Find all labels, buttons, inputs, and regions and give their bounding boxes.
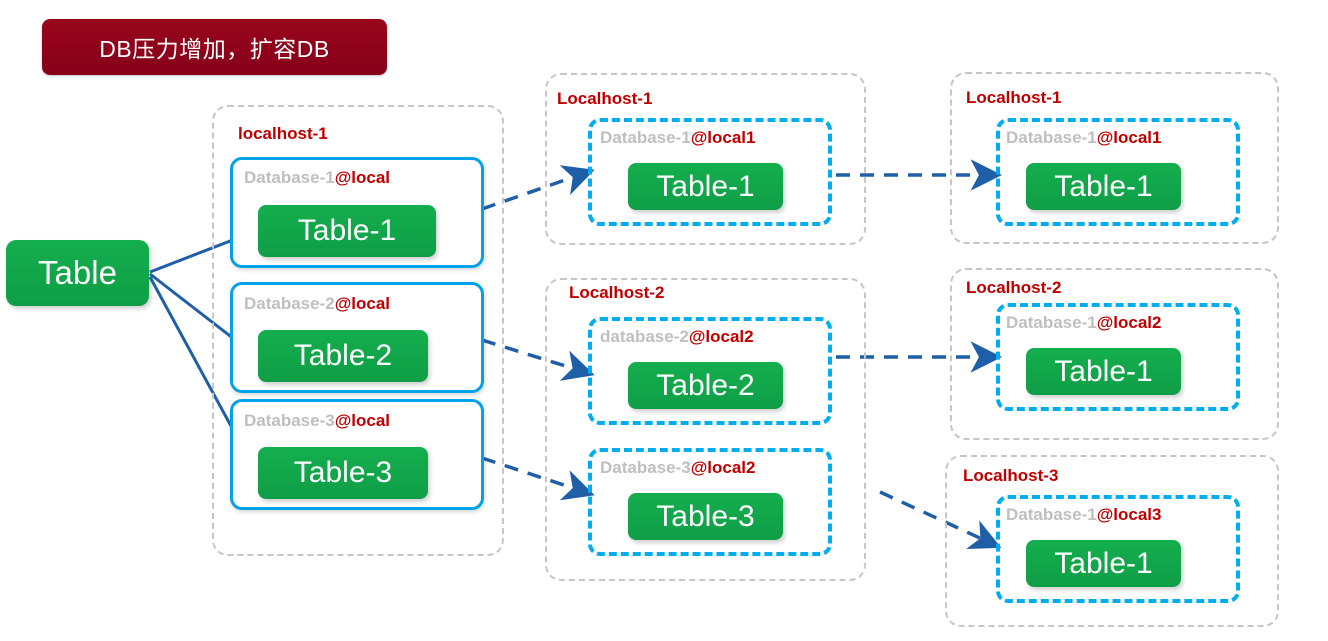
database-box-stage3-1 [996,118,1240,226]
host-container-stage2-localhost-1 [545,73,866,245]
host-label-stage2-localhost-2: Localhost-2 [569,283,665,302]
database-at-text: @local2 [1096,313,1162,332]
database-label-stage3-3: Database-1@local3 [1006,505,1162,525]
table-node-stage2-3: Table-3 [628,493,783,540]
table-node-stage2-2: Table-2 [628,362,783,409]
database-label-stage2-2: database-2@local2 [600,327,754,347]
database-name-text: Database-1 [244,168,335,187]
table-node-stage3-1: Table-1 [1026,163,1181,210]
host-container-stage1-localhost-1 [212,105,504,556]
host-label-stage3-localhost-1: Localhost-1 [966,88,1062,107]
database-at-text: @local [334,168,391,187]
database-label-stage1-3: Database-3@local [244,411,390,431]
database-label-stage3-1: Database-1@local1 [1006,128,1162,148]
database-name-text: Database-1 [600,128,691,147]
table-node-stage3-3: Table-1 [1026,540,1181,587]
host-container-stage3-localhost-3 [945,455,1279,627]
database-name-text: database-2 [600,327,689,346]
database-name-text: Database-3 [244,411,335,430]
table-node-stage1-1: Table-1 [258,205,436,257]
host-label-stage3-localhost-2: Localhost-2 [966,278,1062,297]
database-at-text: @local1 [1096,128,1162,147]
source-table-node: Table [6,240,149,306]
table-node-stage1-3: Table-3 [258,447,428,499]
database-label-stage3-2: Database-1@local2 [1006,313,1162,333]
database-label-stage2-1: Database-1@local1 [600,128,756,148]
database-label-stage1-1: Database-1@local [244,168,390,188]
database-at-text: @local [334,294,391,313]
host-label-stage2-localhost-1: Localhost-1 [557,89,653,108]
database-label-stage2-3: Database-3@local2 [600,458,756,478]
host-label-stage3-localhost-3: Localhost-3 [963,466,1059,485]
database-name-text: Database-1 [1006,505,1097,524]
database-box-stage3-3 [996,495,1240,603]
database-at-text: @local [334,411,391,430]
host-container-stage3-localhost-1 [950,72,1279,244]
database-box-stage2-2 [588,317,832,425]
database-box-stage2-1 [588,118,832,226]
host-label-stage1-localhost-1: localhost-1 [238,124,328,143]
database-at-text: @local1 [690,128,756,147]
database-name-text: Database-3 [600,458,691,477]
table-node-stage3-2: Table-1 [1026,348,1181,395]
database-at-text: @local3 [1096,505,1162,524]
database-name-text: Database-2 [244,294,335,313]
host-container-stage2-localhost-2 [545,278,866,581]
database-name-text: Database-1 [1006,128,1097,147]
host-container-stage3-localhost-2 [950,268,1279,440]
table-node-stage2-1: Table-1 [628,163,783,210]
title-banner: DB压力增加，扩容DB [42,19,387,75]
database-name-text: Database-1 [1006,313,1097,332]
database-at-text: @local2 [688,327,754,346]
database-box-stage2-3 [588,448,832,556]
database-label-stage1-2: Database-2@local [244,294,390,314]
database-at-text: @local2 [690,458,756,477]
table-node-stage1-2: Table-2 [258,330,428,382]
database-box-stage3-2 [996,303,1240,411]
